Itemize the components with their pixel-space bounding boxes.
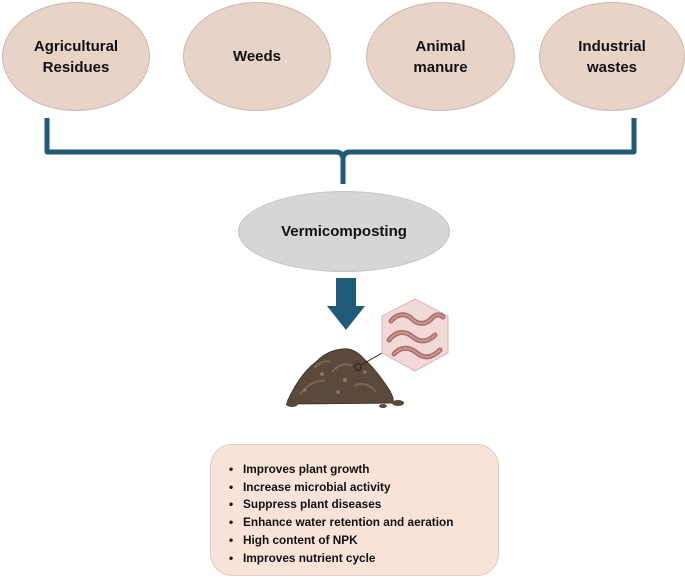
source-label-line1: Animal (415, 37, 466, 55)
benefit-item: Enhance water retention and aeration (229, 514, 498, 532)
benefits-list: Improves plant growth Increase microbial… (229, 461, 498, 567)
source-label-line2: Residues (42, 58, 110, 76)
process-label: Vermicomposting (281, 223, 407, 240)
vermicomposting-node: Vermicomposting (238, 191, 450, 272)
source-weeds: Weeds (183, 2, 331, 111)
source-label-line1: Industrial (578, 37, 646, 55)
bracket (44, 118, 637, 184)
source-industrial-wastes: Industrial wastes (539, 2, 685, 111)
source-label-line2: wastes (586, 58, 638, 76)
source-label-line1: Weeds (232, 48, 282, 65)
benefit-item: Suppress plant diseases (229, 496, 498, 514)
benefits-box: Improves plant growth Increase microbial… (210, 444, 499, 576)
source-label-line2: manure (413, 58, 468, 76)
benefit-item: Increase microbial activity (229, 479, 498, 497)
compost-pile-icon (286, 348, 404, 408)
earthworm-icon (381, 298, 449, 372)
benefit-item: High content of NPK (229, 532, 498, 550)
benefit-item: Improves nutrient cycle (229, 550, 498, 568)
benefit-item: Improves plant growth (229, 461, 498, 479)
down-arrow-icon (327, 278, 365, 330)
source-label-line1: Agricultural (33, 37, 119, 55)
source-animal-manure: Animal manure (366, 2, 515, 111)
